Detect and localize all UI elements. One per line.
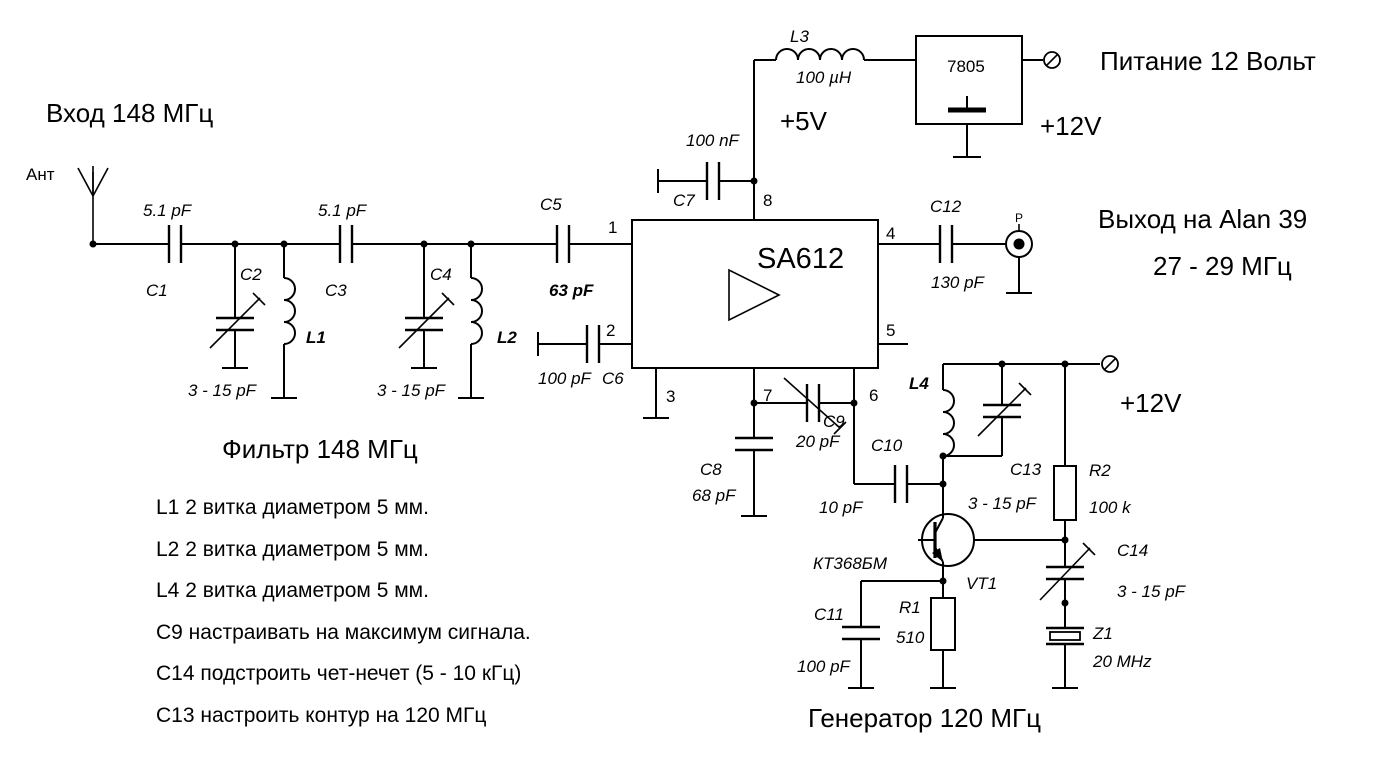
c12-value: 130 pF xyxy=(931,273,986,292)
c1-ref: C1 xyxy=(146,281,168,300)
c3-value: 5.1 pF xyxy=(318,201,368,220)
z1-value: 20 MHz xyxy=(1092,652,1152,671)
note-c14: С14 подстроить чет-нечет (5 - 10 кГц) xyxy=(156,662,521,685)
c6-ref: C6 xyxy=(602,369,624,388)
plus5v-label: +5V xyxy=(780,106,828,136)
c2-ref: C2 xyxy=(240,265,262,284)
note-c9: С9 настраивать на максимум сигнала. xyxy=(156,621,531,644)
capacitor-c7 xyxy=(657,162,754,200)
c7-ref: C7 xyxy=(673,191,695,210)
inductor-l4 xyxy=(942,389,955,457)
power-input-terminal xyxy=(1043,51,1061,69)
output-heading-line2: 27 - 29 МГц xyxy=(1153,251,1292,281)
l4-ref: L4 xyxy=(909,374,929,393)
c9-value: 20 pF xyxy=(795,432,841,451)
generator-heading: Генератор 120 МГц xyxy=(808,703,1041,733)
resistor-r1 xyxy=(930,597,956,651)
mixer-triangle-icon xyxy=(728,268,781,322)
c14-ref: C14 xyxy=(1117,541,1148,560)
c1-value: 5.1 pF xyxy=(143,201,193,220)
regulator-7805 xyxy=(915,35,1023,125)
vt1-type: КТ368БМ xyxy=(813,554,888,573)
capacitor-c3 xyxy=(338,225,354,263)
oscillator-power-terminal xyxy=(1101,355,1119,373)
pin-2: 2 xyxy=(606,321,615,340)
pin-1: 1 xyxy=(608,218,617,237)
capacitor-c10 xyxy=(893,465,909,503)
r1-value: 510 xyxy=(896,628,925,647)
filter-heading: Фильтр 148 МГц xyxy=(222,434,418,464)
r2-value: 100 k xyxy=(1089,498,1132,517)
regulator-name: 7805 xyxy=(947,57,985,76)
inductor-l2 xyxy=(470,277,483,345)
output-connector-icon xyxy=(1005,224,1033,294)
trimmer-capacitor-c4 xyxy=(398,292,455,349)
l1-ref: L1 xyxy=(306,328,326,347)
c6-value: 100 pF xyxy=(538,369,593,388)
note-l4: L4 2 витка диаметром 5 мм. xyxy=(156,579,429,602)
r2-ref: R2 xyxy=(1089,461,1111,480)
c10-value: 10 pF xyxy=(819,498,864,517)
notes-list: L1 2 витка диаметром 5 мм. L2 2 витка ди… xyxy=(156,496,531,727)
c5-ref: C5 xyxy=(540,195,562,214)
vt1-ref: VT1 xyxy=(966,574,997,593)
pin-8: 8 xyxy=(763,191,772,210)
capacitor-c1 xyxy=(167,225,183,263)
input-filter-wiring xyxy=(93,243,632,398)
capacitor-c12 xyxy=(938,225,954,263)
note-l2: L2 2 витка диаметром 5 мм. xyxy=(156,538,429,561)
c11-value: 100 pF xyxy=(797,657,852,676)
r1-ref: R1 xyxy=(899,598,921,617)
transistor-vt1 xyxy=(918,513,975,567)
l3-value: 100 µH xyxy=(796,68,852,87)
inductor-l3 xyxy=(775,48,865,61)
output-connector-label: P xyxy=(1015,211,1023,225)
capacitor-c11 xyxy=(842,625,880,641)
power-heading: Питание 12 Вольт xyxy=(1100,46,1316,76)
plus12v-regulator-label: +12V xyxy=(1040,111,1102,141)
pin-5: 5 xyxy=(886,321,895,340)
c4-value: 3 - 15 pF xyxy=(377,381,447,400)
pin-4: 4 xyxy=(886,224,895,243)
plus12v-oscillator-label: +12V xyxy=(1120,388,1182,418)
output-heading-line1: Выход на Alan 39 xyxy=(1098,204,1307,234)
antenna-symbol xyxy=(77,166,109,244)
c8-ref: C8 xyxy=(700,460,722,479)
inductor-l1 xyxy=(283,277,296,345)
c5-value: 63 pF xyxy=(549,281,594,300)
note-l1: L1 2 витка диаметром 5 мм. xyxy=(156,496,429,519)
c2-value: 3 - 15 pF xyxy=(188,381,258,400)
antenna-label: Ант xyxy=(26,165,55,184)
pin-3: 3 xyxy=(666,387,675,406)
resistor-r2 xyxy=(1053,465,1077,521)
pin-6: 6 xyxy=(869,386,878,405)
pin-7: 7 xyxy=(763,386,772,405)
trimmer-capacitor-c2 xyxy=(209,292,266,349)
capacitor-c5 xyxy=(555,225,571,263)
c11-ref: C11 xyxy=(814,605,844,624)
l2-ref: L2 xyxy=(497,328,517,347)
c7-value: 100 nF xyxy=(686,131,741,150)
z1-ref: Z1 xyxy=(1092,624,1113,643)
c14-value: 3 - 15 pF xyxy=(1117,582,1187,601)
capacitor-c6 xyxy=(537,325,632,363)
c12-ref: C12 xyxy=(930,197,962,216)
trimmer-capacitor-c13 xyxy=(977,382,1032,437)
input-heading: Вход 148 МГц xyxy=(46,98,213,128)
c3-ref: C3 xyxy=(325,281,347,300)
note-c13: С13 настроить контур на 120 МГц xyxy=(156,704,486,727)
sa612-name: SA612 xyxy=(757,243,844,275)
c13-value: 3 - 15 pF xyxy=(968,494,1038,513)
c4-ref: C4 xyxy=(430,265,452,284)
c13-ref: C13 xyxy=(1010,460,1042,479)
c8-value: 68 pF xyxy=(692,486,737,505)
crystal-z1 xyxy=(1046,626,1084,646)
l3-ref: L3 xyxy=(790,27,809,46)
c10-ref: C10 xyxy=(871,436,903,455)
trimmer-capacitor-c14 xyxy=(1039,542,1096,601)
c9-ref: C9 xyxy=(823,412,845,431)
capacitor-c8 xyxy=(735,436,773,452)
